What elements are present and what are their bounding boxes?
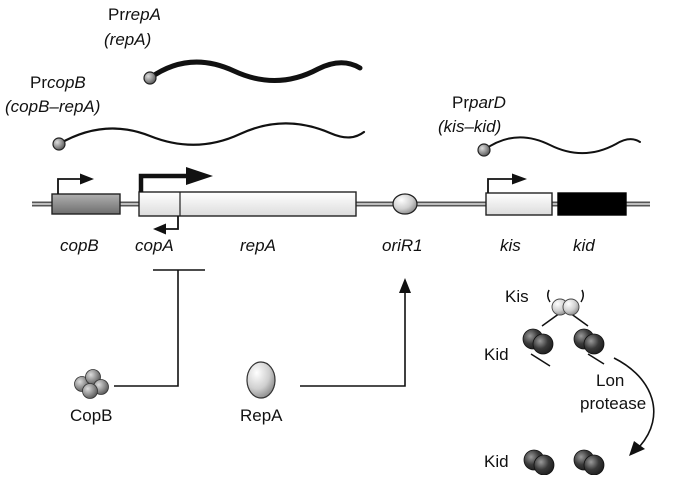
gene-copb-label: copB [60, 236, 99, 255]
repa-protein-icon [246, 361, 276, 399]
transcript-repa [143, 59, 363, 85]
prcopb-promoter-arrow-icon [57, 173, 94, 194]
transcript-repa-cap-icon [143, 71, 157, 85]
transcript-copb-cap-icon [52, 137, 66, 151]
kid-complex-label: Kid [484, 345, 509, 364]
prrepa-transcript-label: (repA) [104, 30, 151, 49]
copa-promoter-arrow-icon [153, 216, 179, 235]
kis-protein-label: Kis [505, 287, 529, 306]
kis-dimer-icon [551, 298, 580, 316]
copb-protein-label: CopB [70, 406, 113, 425]
kid-free-label: Kid [484, 452, 509, 471]
transcript-copb-repa [52, 122, 366, 151]
prcopb-label: PrcopB [30, 73, 86, 92]
copb-protein-icon [74, 369, 109, 399]
gene-repa-label: repA [240, 236, 276, 255]
prcopb-transcript-label: (copB–repA) [5, 97, 100, 116]
gene-repa-box [138, 191, 357, 217]
lon-degradation-arrow-icon [613, 357, 655, 456]
prpard-label: PrparD [452, 93, 506, 112]
gene-kis-box [485, 192, 553, 216]
prpard-transcript-label: (kis–kid) [438, 117, 501, 136]
orir1-origin-icon [392, 193, 418, 215]
repa-activation-arrow-icon [300, 278, 411, 387]
gene-kid-label: kid [573, 236, 595, 255]
lon-protease-label-line2: protease [580, 394, 646, 413]
orir1-label: oriR1 [382, 236, 423, 255]
lon-protease-label-line1: Lon [596, 371, 624, 390]
gene-kid-box [557, 192, 627, 216]
gene-copa-label: copA [135, 236, 174, 255]
transcript-kis-cap-icon [477, 143, 491, 157]
kis-kid-complex [522, 289, 605, 367]
kid-dimer-right-icon [573, 328, 605, 365]
prpard-promoter-arrow-icon [487, 173, 527, 193]
copb-inhibition-line [114, 269, 205, 387]
prrepa-label: PrrepA [108, 5, 161, 24]
transcript-kis-kid [477, 136, 641, 157]
kid-free-left-icon [523, 449, 555, 476]
gene-copb-box [51, 193, 121, 215]
kid-free-right-icon [573, 449, 605, 476]
repa-protein-label: RepA [240, 406, 283, 425]
prrepa-promoter-arrow-icon [138, 167, 213, 192]
kid-dimer-left-icon [522, 328, 554, 367]
gene-kis-label: kis [500, 236, 521, 255]
